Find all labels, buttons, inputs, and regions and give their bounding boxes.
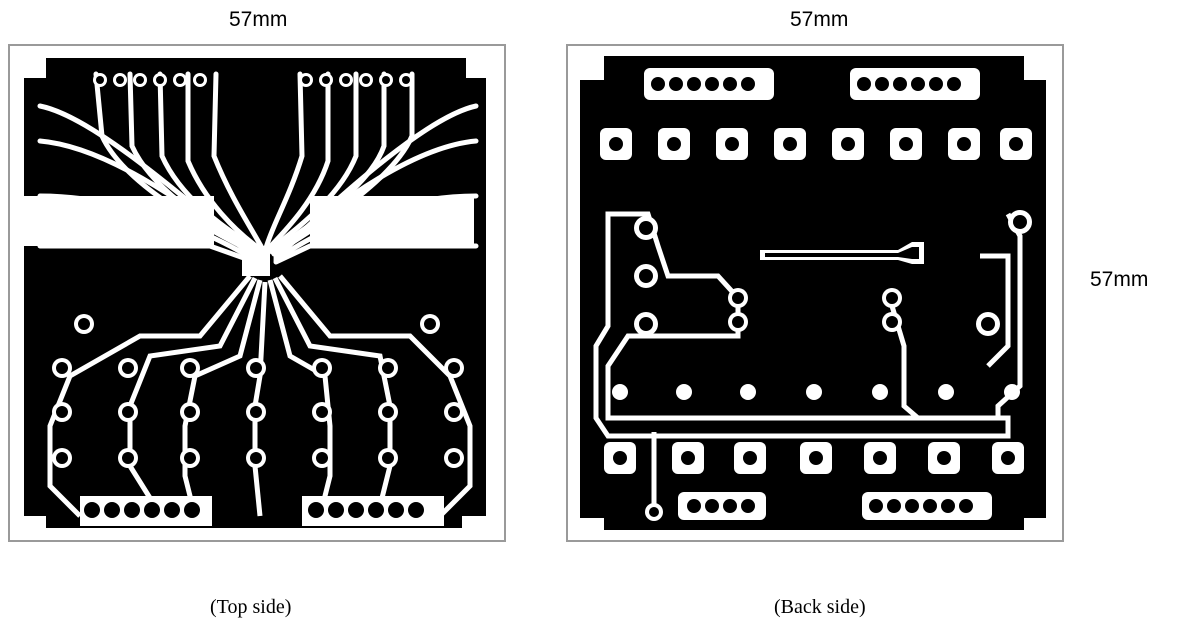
top-board-width-label: 57mm: [229, 8, 288, 31]
top-left-clear-area: [24, 196, 214, 246]
top-component-pads: [52, 314, 464, 468]
top-bottom-header-pads: [84, 502, 424, 518]
back-board-height-label: 57mm: [1090, 268, 1149, 291]
back-side-caption: (Back side): [774, 596, 866, 618]
back-copper-pour: [580, 56, 1046, 530]
back-bottom-left-header: [678, 492, 766, 520]
back-top-header-pads: [651, 77, 961, 91]
back-lower-square-pads: [604, 442, 1024, 474]
top-ic-footprint: [242, 246, 270, 276]
back-side-artwork: [580, 56, 1046, 530]
back-side-pcb: [566, 44, 1064, 542]
top-side-artwork: [24, 58, 486, 528]
back-bottom-header-pads: [687, 499, 973, 513]
back-left-cluster-pads: [634, 210, 1032, 336]
top-side-pcb: [8, 44, 506, 542]
top-right-clear-area: [310, 196, 474, 246]
top-side-caption: (Top side): [210, 596, 292, 618]
back-board-width-label: 57mm: [790, 8, 849, 31]
top-header-holes: [96, 76, 410, 84]
back-left-isolation: [593, 211, 1011, 439]
back-via-row: [612, 384, 1020, 400]
back-square-pad-row: [600, 128, 1032, 160]
